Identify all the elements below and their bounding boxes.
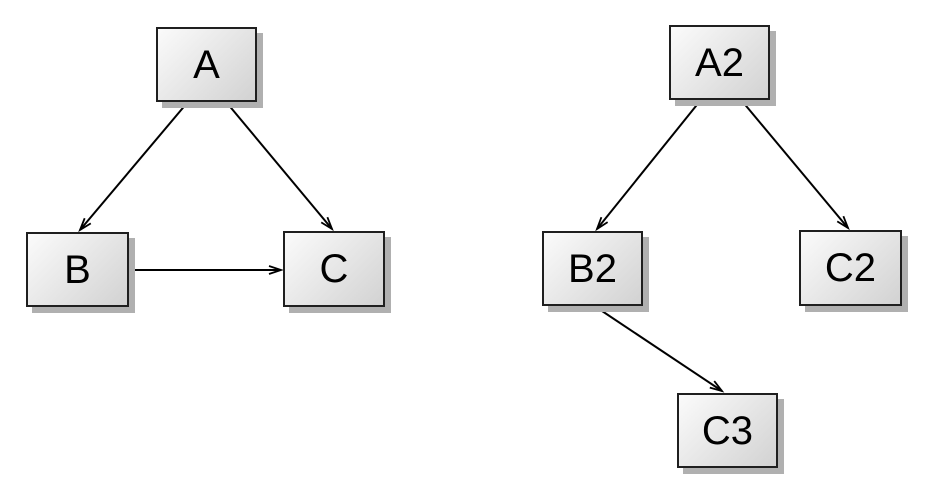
- node-A: A: [156, 27, 257, 102]
- node-C: C: [283, 231, 385, 307]
- node-C3: C3: [677, 393, 778, 468]
- node-C2: C2: [799, 230, 902, 306]
- node-B2: B2: [542, 231, 643, 306]
- left-graph-edges: [78, 102, 334, 275]
- node-B: B: [26, 232, 129, 307]
- node-label-C: C: [319, 247, 349, 291]
- edge-A2-C2: [741, 100, 850, 231]
- node-label-C3: C3: [701, 408, 754, 453]
- right-graph-edges: [595, 100, 850, 393]
- edges-root: [78, 100, 850, 393]
- node-label-B: B: [64, 247, 91, 292]
- node-A2: A2: [669, 25, 770, 100]
- node-label-C2: C2: [824, 246, 877, 290]
- edge-A-B: [78, 102, 188, 233]
- node-label-B2: B2: [568, 246, 617, 291]
- node-label-A: A: [193, 42, 220, 87]
- edge-A2-B2: [595, 100, 701, 232]
- edge-B2-C3: [595, 306, 725, 393]
- edge-A-C: [226, 102, 334, 232]
- node-label-A2: A2: [695, 40, 744, 85]
